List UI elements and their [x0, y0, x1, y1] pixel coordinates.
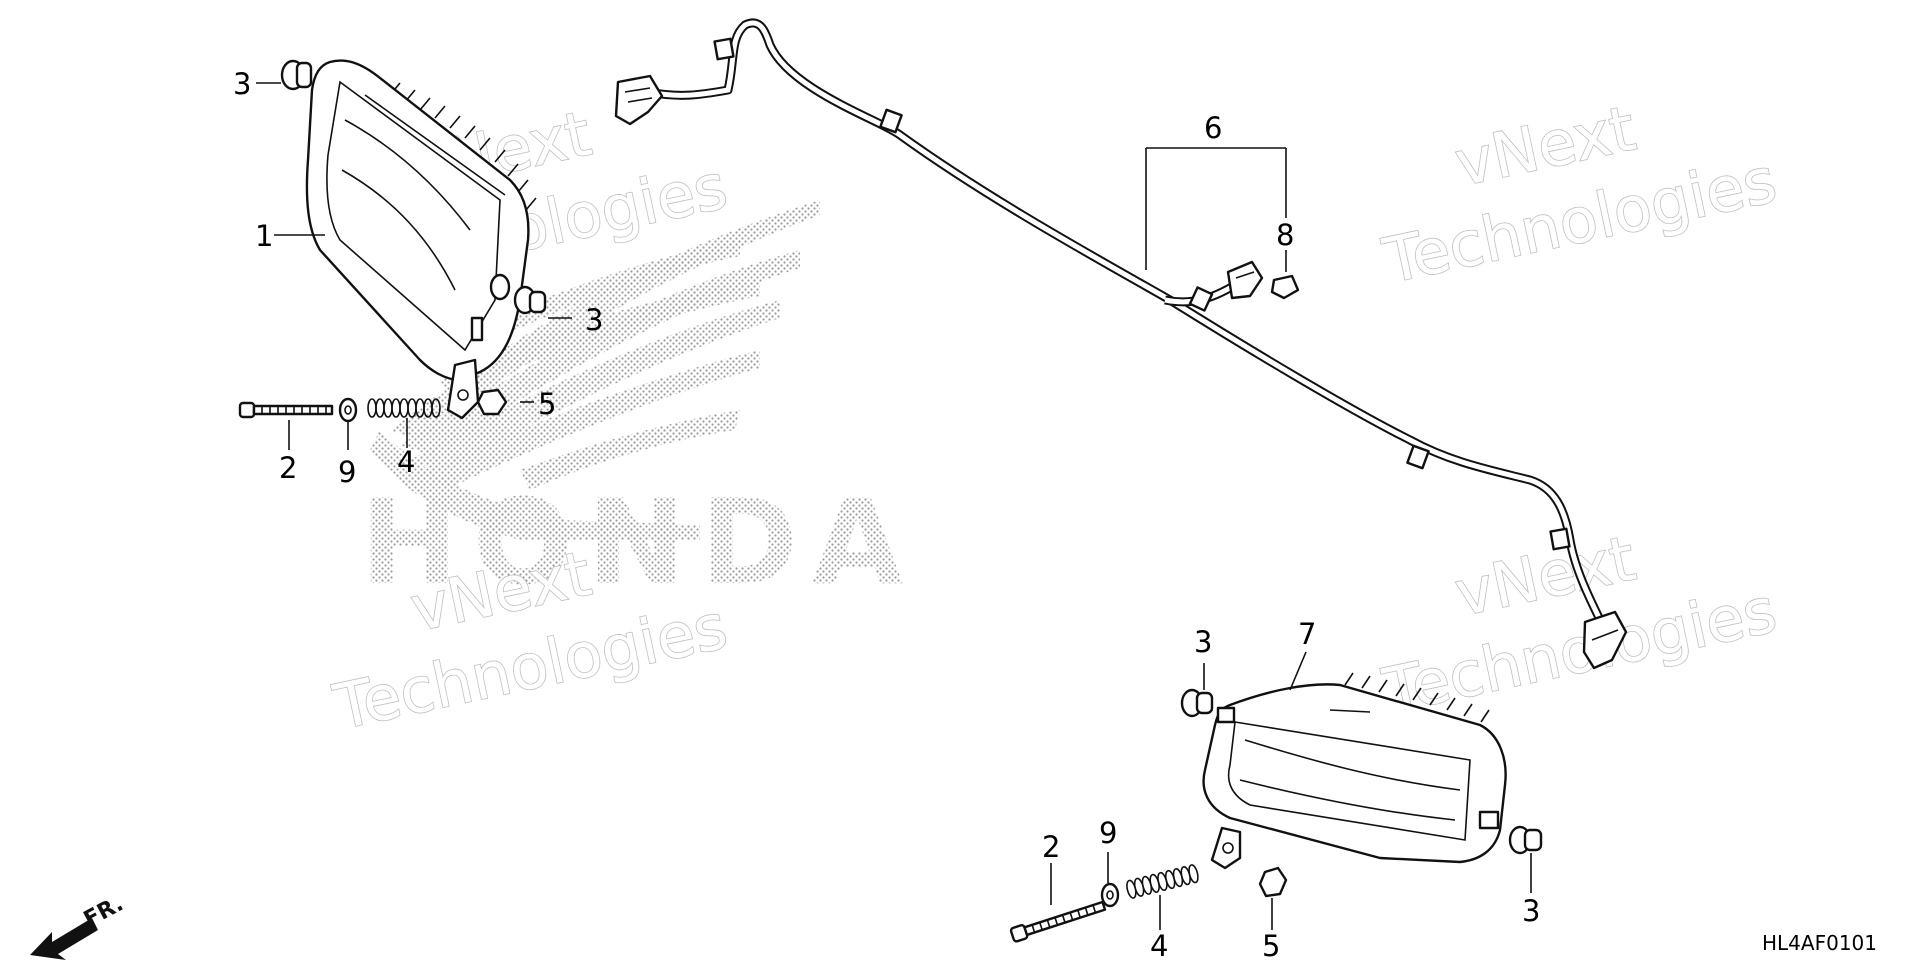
nut-5-left: [476, 388, 508, 416]
wire-harness: [614, 18, 1628, 670]
callout-3: 3: [1194, 625, 1212, 659]
callout-2: 2: [1042, 830, 1060, 864]
leader-lines: [256, 82, 1532, 930]
callout-1: 1: [255, 219, 273, 253]
front-direction-arrow: FR.: [30, 891, 128, 960]
watermark-top-right: vNext Technologies: [1376, 91, 1783, 299]
grommet-3-lower-right: [1508, 825, 1543, 855]
spring-4-right: [1126, 864, 1199, 899]
callout-5: 5: [1262, 929, 1280, 960]
bolt-2-right: [1009, 900, 1107, 943]
callout-2: 2: [279, 451, 297, 485]
nut-5-right: [1258, 866, 1288, 898]
washer-9-left: [338, 397, 358, 423]
headlight-right: [1202, 672, 1507, 870]
callout-3: 3: [585, 303, 603, 337]
callout-labels: 3 1 3 5 2 9 4 6 8 3 7 2 9 4 5 3: [233, 67, 1540, 960]
callout-3: 3: [1522, 894, 1540, 928]
callout-3: 3: [233, 67, 251, 101]
callout-4: 4: [397, 445, 415, 479]
honda-wordmark: HONDA: [360, 473, 917, 611]
grommet-3-upper-left: [280, 59, 313, 91]
callout-9: 9: [338, 455, 356, 489]
spring-4-left: [367, 398, 441, 418]
washer-9-right: [1100, 882, 1120, 908]
callout-8: 8: [1276, 218, 1294, 252]
diagram-code: HL4AF0101: [1762, 931, 1877, 955]
bolt-2-left: [238, 401, 334, 419]
grommet-3-mid-left: [513, 285, 547, 315]
callout-9: 9: [1099, 816, 1117, 850]
grommet-3-lower-center: [1180, 688, 1214, 718]
headlight-left: [305, 59, 537, 420]
callout-4: 4: [1150, 929, 1168, 960]
callout-7: 7: [1298, 617, 1316, 651]
callout-5: 5: [538, 387, 556, 421]
callout-6: 6: [1204, 111, 1222, 145]
